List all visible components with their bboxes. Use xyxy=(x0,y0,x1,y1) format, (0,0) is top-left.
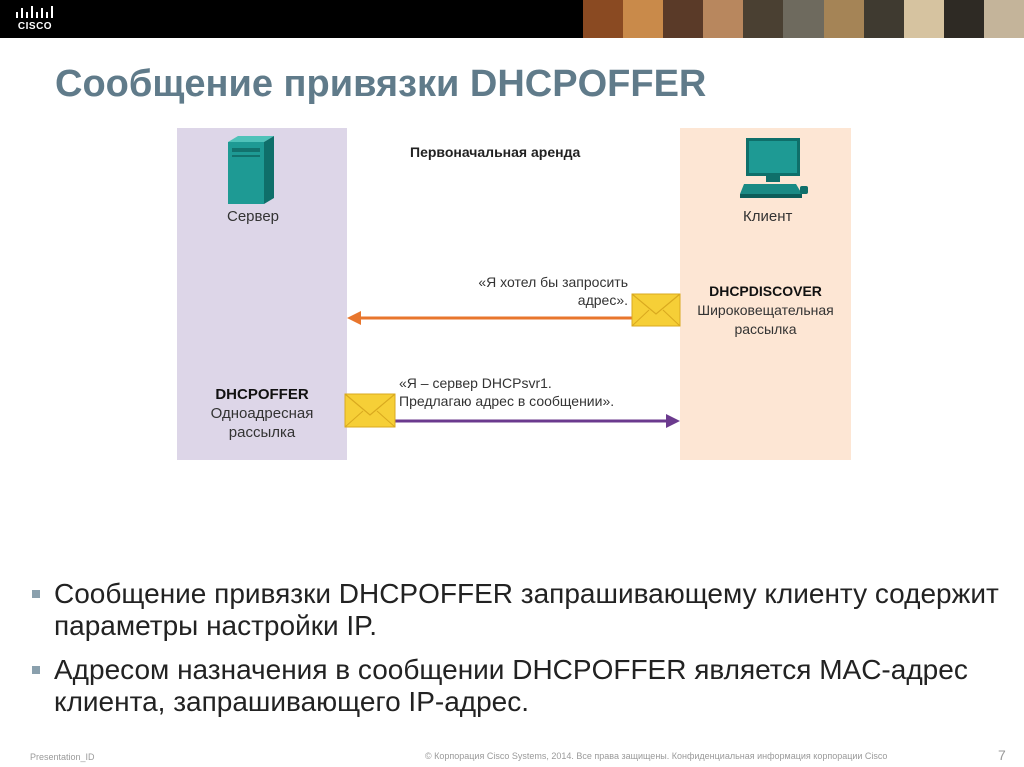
copyright-notice: © Корпорация Cisco Systems, 2014. Все пр… xyxy=(425,751,888,761)
diagram-heading: Первоначальная аренда xyxy=(410,144,581,160)
discover-arrowhead xyxy=(347,311,361,325)
bullet-item: Сообщение привязки DHCPOFFER запрашивающ… xyxy=(32,578,1002,642)
discover-message-line1: «Я хотел бы запросить xyxy=(478,274,628,290)
page-number: 7 xyxy=(998,747,1006,763)
bullet-square-icon xyxy=(32,590,40,598)
offer-message-line1: «Я – сервер DHCPsvr1. xyxy=(399,375,552,391)
presentation-id: Presentation_ID xyxy=(30,752,95,762)
server-label: Сервер xyxy=(227,208,280,225)
bullet-text: Адресом назначения в сообщении DHCPOFFER… xyxy=(54,654,968,717)
offer-message: «Я – сервер DHCPsvr1. Предлагаю адрес в … xyxy=(399,374,614,410)
bullet-item: Адресом назначения в сообщении DHCPOFFER… xyxy=(32,654,1002,718)
discover-info: DHCPDISCOVER Широковещательная рассылка xyxy=(680,282,851,339)
cisco-bridge-icon xyxy=(16,6,53,18)
offer-envelope-icon xyxy=(344,393,396,428)
dhcp-diagram: Первоначальная аренда Сервер Клиент «Я х… xyxy=(177,128,851,460)
offer-info: DHCPOFFER Одноадресная рассылка xyxy=(177,385,347,442)
cisco-logo-text: CISCO xyxy=(17,21,53,32)
top-banner: CISCO xyxy=(0,0,1024,38)
arrows-layer xyxy=(344,293,681,428)
offer-type-line1: Одноадресная xyxy=(210,405,314,422)
discover-message: «Я хотел бы запросить адрес». xyxy=(478,273,628,309)
bullet-square-icon xyxy=(32,666,40,674)
discover-envelope-icon xyxy=(631,293,681,327)
discover-type-line2: рассылка xyxy=(734,321,797,337)
server-icon xyxy=(228,136,274,204)
computer-icon xyxy=(740,138,808,198)
discover-message-line2: адрес». xyxy=(577,292,628,308)
slide-title: Сообщение привязки DHCPOFFER xyxy=(55,63,707,105)
photo-strip xyxy=(583,0,1024,38)
offer-title: DHCPOFFER xyxy=(215,386,309,403)
client-label: Клиент xyxy=(743,208,793,225)
bullet-text: Сообщение привязки DHCPOFFER запрашивающ… xyxy=(54,578,999,641)
offer-arrowhead xyxy=(666,414,680,428)
client-column xyxy=(680,128,851,460)
offer-message-line2: Предлагаю адрес в сообщении». xyxy=(399,393,615,409)
cisco-logo: CISCO xyxy=(10,4,60,34)
discover-type-line1: Широковещательная xyxy=(697,302,834,318)
bullet-list: Сообщение привязки DHCPOFFER запрашивающ… xyxy=(32,578,1002,730)
offer-type-line2: рассылка xyxy=(228,424,296,441)
discover-title: DHCPDISCOVER xyxy=(709,283,822,299)
